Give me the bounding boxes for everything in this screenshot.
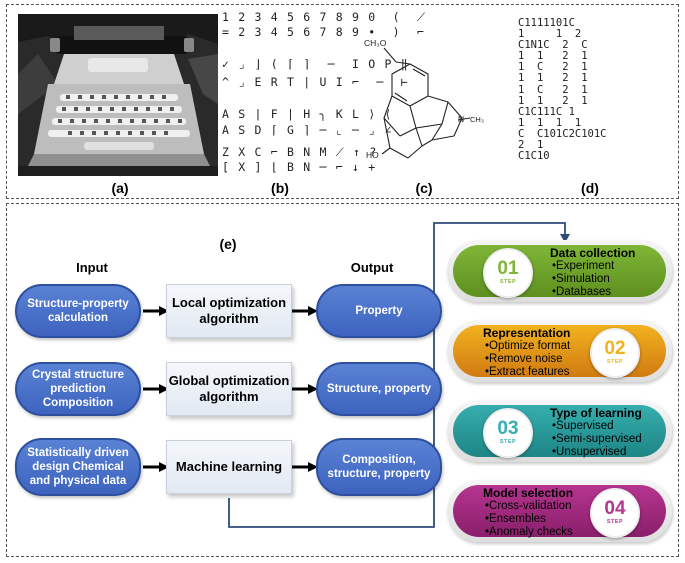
label-c: (c) bbox=[415, 180, 433, 196]
step-item: •Simulation bbox=[552, 273, 610, 285]
step-item: •Supervised bbox=[552, 420, 614, 432]
connection-table-line: 1 1 2 1 bbox=[518, 72, 588, 85]
output-pill-1: Property bbox=[316, 284, 442, 338]
connection-table-line: 1 1 1 1 bbox=[518, 116, 582, 129]
step-item: •Anomaly checks bbox=[485, 526, 573, 538]
connection-table-line: C1N1C 2 C bbox=[518, 39, 588, 52]
step-word: STEP bbox=[606, 359, 624, 365]
typewriter-photo bbox=[18, 14, 218, 176]
arrow-icon bbox=[292, 384, 318, 394]
glyph-row: A S | F | H ╮ K L ⟩ ⟨ bbox=[222, 107, 393, 121]
step-item: •Optimize format bbox=[485, 340, 571, 352]
step-number: 04 bbox=[604, 498, 626, 519]
input-pill-2: Crystal structure prediction Composition bbox=[15, 362, 141, 416]
step-word: STEP bbox=[606, 519, 624, 525]
input-header: Input bbox=[76, 260, 108, 275]
label-b: (b) bbox=[271, 180, 289, 196]
step-item: •Databases bbox=[552, 286, 612, 298]
connection-table-line: 1 1 2 1 bbox=[518, 94, 588, 107]
glyph-row: ✓ ⌟ ⌋ ( ⌈ ⌉ ─ I O P ‖ bbox=[222, 57, 409, 71]
hydroxy-label: HO bbox=[366, 150, 379, 160]
connection-table-line: 1 1 2 1 bbox=[518, 50, 588, 63]
step-number: 02 bbox=[604, 338, 626, 359]
output-header: Output bbox=[350, 260, 394, 275]
arrow-icon bbox=[143, 384, 169, 394]
step-item: •Semi-supervised bbox=[552, 433, 642, 445]
step-number: 01 bbox=[497, 258, 519, 279]
bottom-panel-frame bbox=[6, 203, 679, 557]
step-item: •Unsupervised bbox=[552, 446, 627, 458]
connection-table-line: C1C10 bbox=[518, 150, 550, 163]
arrow-icon bbox=[143, 306, 169, 316]
connection-table-line: 1 C 2 1 bbox=[518, 83, 588, 96]
connection-table-line: 2 1 bbox=[518, 139, 544, 152]
molecule-structure: CH₃O HO N CH₃ bbox=[362, 36, 487, 171]
methyl-label: CH₃ bbox=[470, 115, 484, 124]
output-pill-2: Structure, property bbox=[316, 362, 442, 416]
step-title: Model selection bbox=[483, 486, 574, 500]
method-box-3: Machine learning bbox=[166, 440, 292, 494]
step-title: Type of learning bbox=[550, 406, 642, 420]
method-box-2: Global optimization algorithm bbox=[166, 362, 292, 416]
input-pill-3: Statistically driven design Chemical and… bbox=[15, 438, 141, 496]
connection-table-line: 1 1 2 bbox=[518, 28, 582, 41]
input-pill-1: Structure-property calculation bbox=[15, 284, 141, 338]
connection-table-line: C C101C2C101C bbox=[518, 127, 607, 140]
step-word: STEP bbox=[499, 439, 517, 445]
nitrogen-label: N bbox=[458, 114, 464, 124]
method-box-1: Local optimization algorithm bbox=[166, 284, 292, 338]
label-d: (d) bbox=[581, 180, 599, 196]
arrow-icon bbox=[143, 462, 169, 472]
step-item: •Extract features bbox=[485, 366, 570, 378]
arrow-icon bbox=[292, 306, 318, 316]
step-item: •Cross-validation bbox=[485, 500, 572, 512]
top-panel-frame bbox=[6, 4, 679, 199]
glyph-row: [ X ] ⌊ B N ─ ⌐ ↓ + bbox=[222, 160, 377, 174]
connection-table-line: C1C111C 1 bbox=[518, 105, 575, 118]
step-number: 03 bbox=[497, 418, 519, 439]
glyph-row: ^ ⌟ E R T | U I ⌐ ─ ⊢ bbox=[222, 75, 409, 89]
connection-table-line: 1 C 2 1 bbox=[518, 61, 588, 74]
label-a: (a) bbox=[111, 180, 129, 196]
step-item: •Experiment bbox=[552, 260, 615, 272]
methoxy-label: CH₃O bbox=[364, 38, 387, 48]
label-e: (e) bbox=[219, 236, 237, 252]
step-title: Data collection bbox=[550, 246, 636, 260]
step-word: STEP bbox=[499, 279, 517, 285]
step-title: Representation bbox=[483, 326, 571, 340]
step-item: •Remove noise bbox=[485, 353, 563, 365]
arrow-icon bbox=[292, 462, 318, 472]
connection-table-line: C1111101C bbox=[518, 17, 575, 29]
glyph-row: 1 2 3 4 5 6 7 8 9 0 ( ⟋ bbox=[222, 10, 427, 24]
output-pill-3: Composition, structure, property bbox=[316, 438, 442, 496]
glyph-row: A S D ⌈ G ⌉ ─ ⌞ ─ ⌟ ∠ bbox=[222, 123, 393, 137]
step-item: •Ensembles bbox=[485, 513, 546, 525]
glyph-row: = 2 3 4 5 6 7 8 9 • ) ⌐ bbox=[222, 25, 426, 39]
keyboard-glyph-grid: 1 2 3 4 5 6 7 8 9 0 ( ⟋ = 2 3 4 5 6 7 8 … bbox=[222, 10, 425, 175]
glyph-row: Z X C ⌐ B N M ⟋ ↑ ? bbox=[222, 145, 378, 159]
